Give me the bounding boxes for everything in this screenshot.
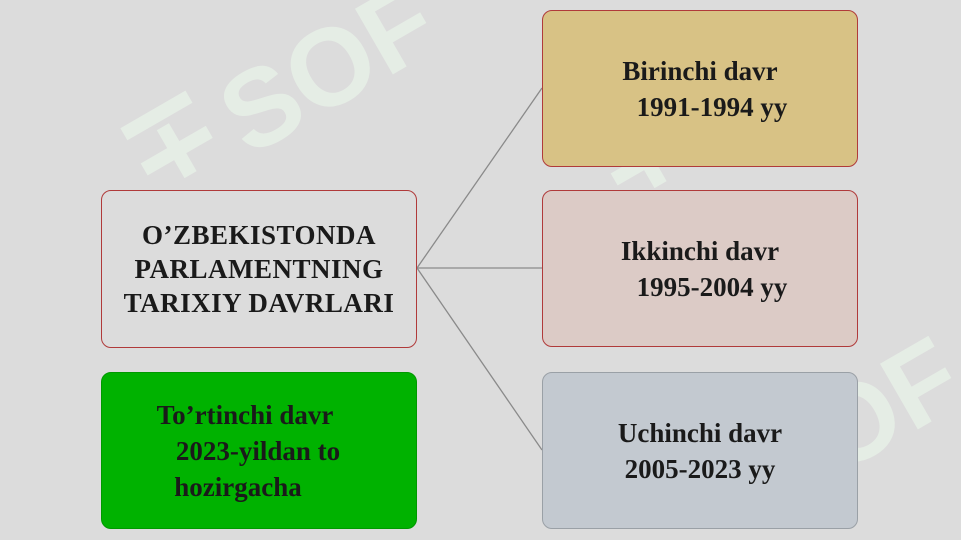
center-topic-line-2: PARLAMENTNING <box>134 254 384 284</box>
period-4-title: To’rtinchi davr <box>156 399 334 430</box>
center-topic-box: O’ZBEKISTONDA PARLAMENTNING TARIXIY DAVR… <box>101 190 417 348</box>
period-box-1: Birinchi davr 1991-1994 yy <box>542 10 858 167</box>
period-4-years-extra: hozirgacha <box>174 471 302 502</box>
center-topic-line-3: TARIXIY DAVRLARI <box>123 288 395 318</box>
period-1-years: 1991-1994 yy <box>636 91 788 122</box>
period-box-2: Ikkinchi davr 1995-2004 yy <box>542 190 858 347</box>
connector-to-period-3 <box>416 267 543 451</box>
period-2-years: 1995-2004 yy <box>636 271 788 302</box>
period-box-4: To’rtinchi davr 2023-yildan to hozirgach… <box>101 372 417 529</box>
period-1-title: Birinchi davr <box>622 55 778 86</box>
connector-to-period-1 <box>416 87 543 269</box>
period-4-years: 2023-yildan to <box>175 435 341 466</box>
period-3-title: Uchinchi davr <box>617 417 783 448</box>
period-3-years: 2005-2023 yy <box>624 453 776 484</box>
period-box-3: Uchinchi davr 2005-2023 yy <box>542 372 858 529</box>
center-topic-line-1: O’ZBEKISTONDA <box>141 220 377 250</box>
period-2-title: Ikkinchi davr <box>620 235 780 266</box>
